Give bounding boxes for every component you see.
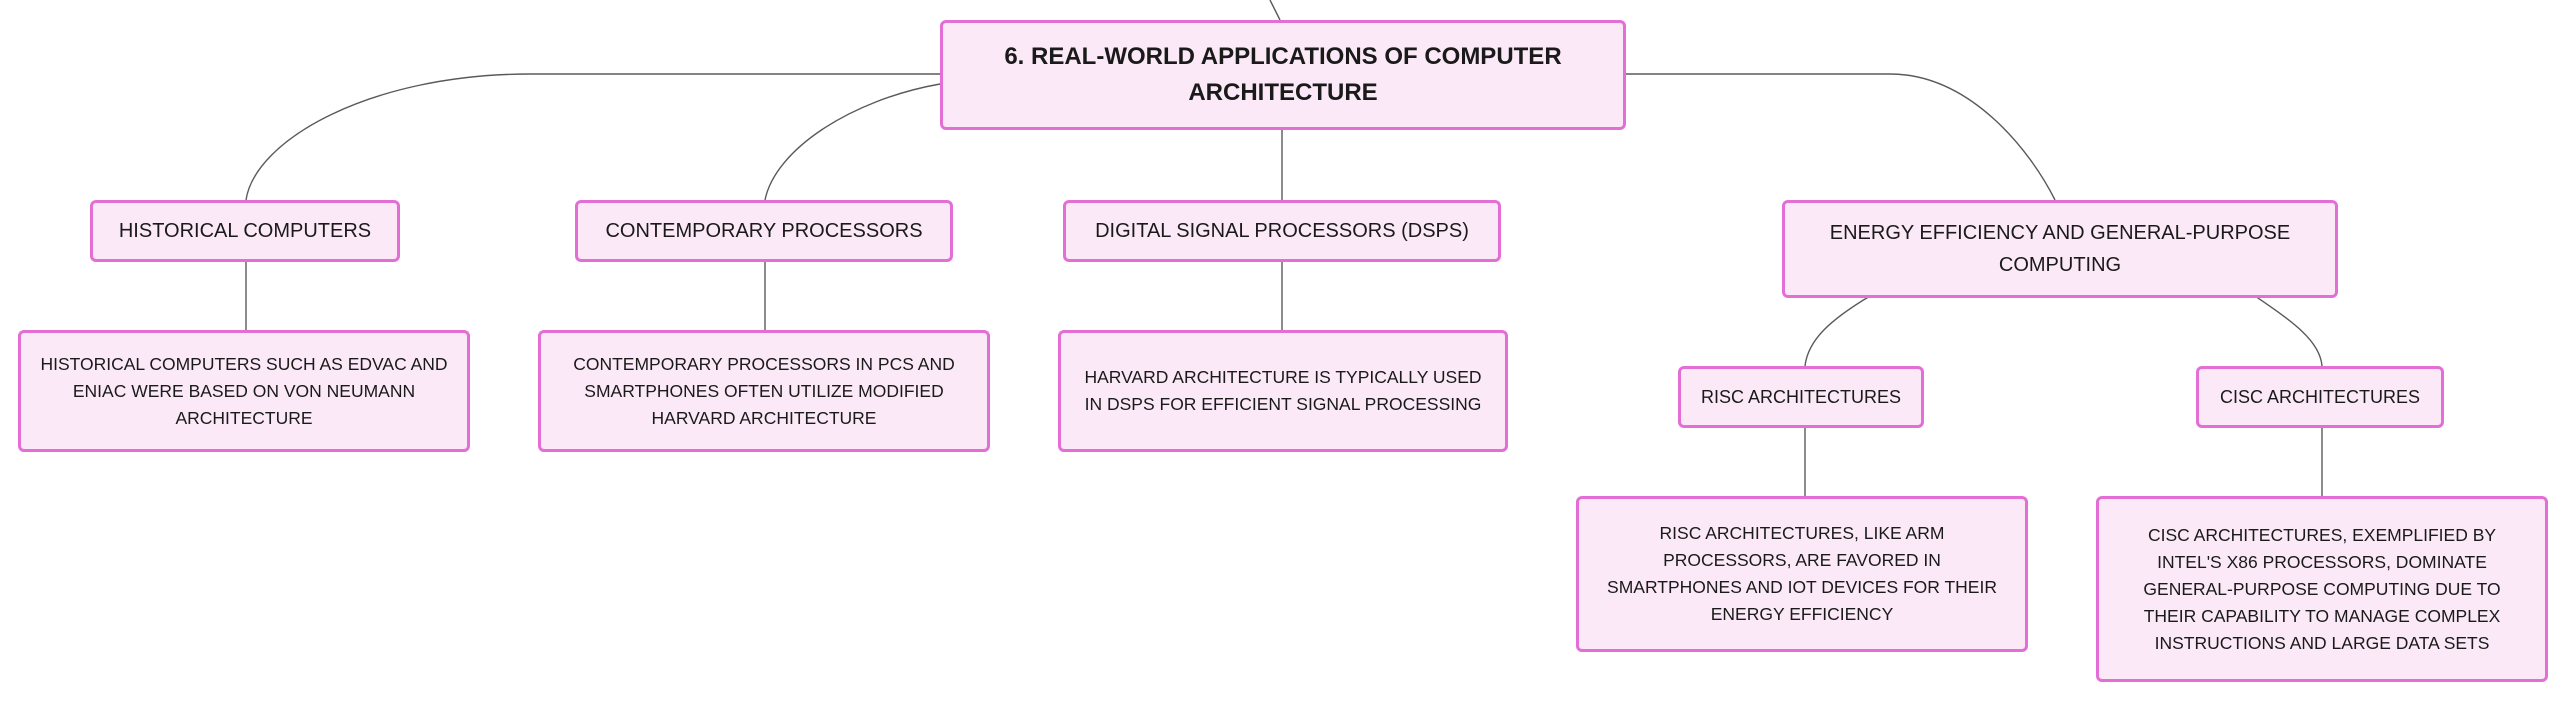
root-topic-node[interactable]: 6. REAL-WORLD APPLICATIONS OF COMPUTER A… — [940, 20, 1626, 130]
detail-cisc-architectures[interactable]: CISC ARCHITECTURES, EXEMPLIFIED BY INTEL… — [2096, 496, 2548, 682]
connector-energy-risc — [1804, 295, 1871, 367]
branch-label: CONTEMPORARY PROCESSORS — [605, 220, 923, 242]
connector-parent-root — [1269, 0, 1281, 21]
sub-branch-label: CISC ARCHITECTURES — [2219, 386, 2421, 407]
sub-branch-cisc-architectures[interactable]: CISC ARCHITECTURES — [2196, 366, 2444, 428]
detail-contemporary-processors[interactable]: CONTEMPORARY PROCESSORS IN PCS AND SMART… — [538, 330, 990, 452]
branch-label: ENERGY EFFICIENCY AND GENERAL-PURPOSE CO… — [1829, 222, 2291, 276]
detail-text: CISC ARCHITECTURES, EXEMPLIFIED BY INTEL… — [2143, 524, 2501, 653]
branch-label: HISTORICAL COMPUTERS — [118, 220, 372, 242]
detail-text: CONTEMPORARY PROCESSORS IN PCS AND SMART… — [573, 353, 955, 428]
branch-contemporary-processors[interactable]: CONTEMPORARY PROCESSORS — [575, 200, 953, 262]
connector-root-historical — [245, 73, 940, 201]
sub-branch-label: RISC ARCHITECTURES — [1700, 386, 1902, 407]
branch-historical-computers[interactable]: HISTORICAL COMPUTERS — [90, 200, 400, 262]
detail-digital-signal-processors[interactable]: HARVARD ARCHITECTURE IS TYPICALLY USED I… — [1058, 330, 1508, 452]
branch-digital-signal-processors[interactable]: DIGITAL SIGNAL PROCESSORS (DSPS) — [1063, 200, 1501, 262]
detail-risc-architectures[interactable]: RISC ARCHITECTURES, LIKE ARM PROCESSORS,… — [1576, 496, 2028, 652]
detail-text: RISC ARCHITECTURES, LIKE ARM PROCESSORS,… — [1607, 523, 1997, 624]
connector-root-contemporary — [764, 83, 941, 201]
sub-branch-risc-architectures[interactable]: RISC ARCHITECTURES — [1678, 366, 1924, 428]
detail-text: HARVARD ARCHITECTURE IS TYPICALLY USED I… — [1084, 367, 1482, 414]
connector-energy-cisc — [2254, 295, 2323, 367]
branch-label: DIGITAL SIGNAL PROCESSORS (DSPS) — [1095, 220, 1469, 242]
detail-historical-computers[interactable]: HISTORICAL COMPUTERS SUCH AS EDVAC AND E… — [18, 330, 470, 452]
detail-text: HISTORICAL COMPUTERS SUCH AS EDVAC AND E… — [40, 353, 448, 428]
root-topic-label: 6. REAL-WORLD APPLICATIONS OF COMPUTER A… — [1004, 43, 1562, 106]
branch-energy-efficiency[interactable]: ENERGY EFFICIENCY AND GENERAL-PURPOSE CO… — [1782, 200, 2338, 298]
connector-root-energy — [1624, 73, 2056, 201]
